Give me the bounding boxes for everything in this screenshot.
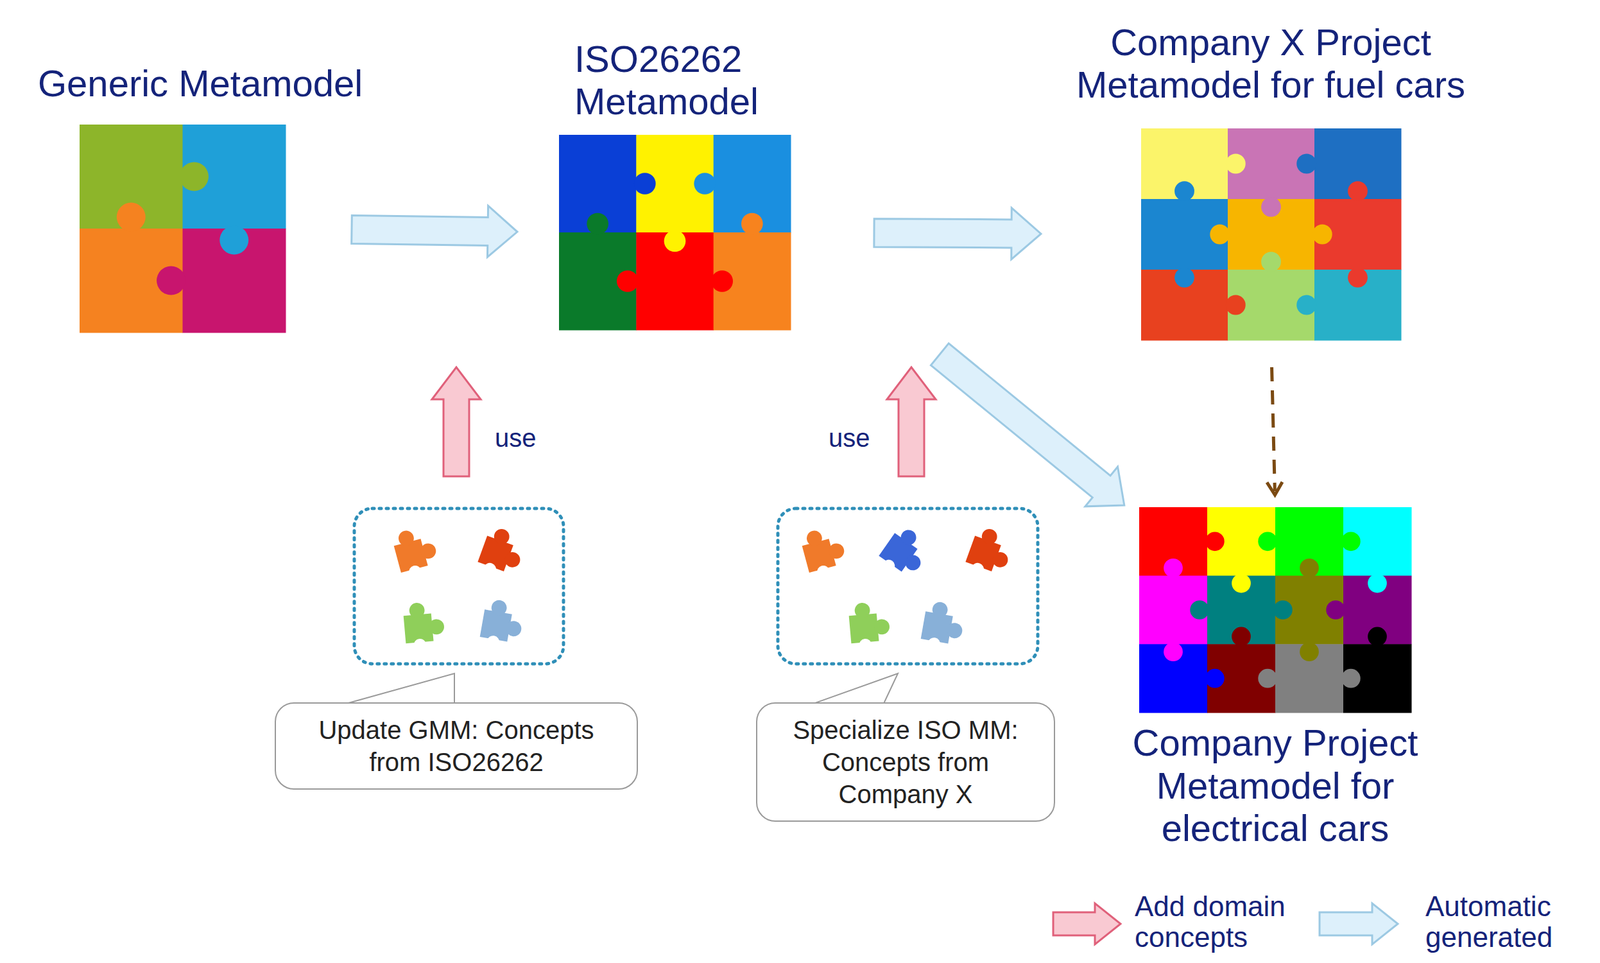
connector-arrow [1266,367,1283,495]
callout-text: Update GMM: Concepts from ISO26262 [290,713,623,778]
puzzle-piece [402,600,447,653]
puzzle-knob [1225,154,1246,174]
puzzle-knob [616,270,639,293]
puzzle-knob [1347,180,1368,201]
puzzle-piece [390,524,442,582]
puzzle-knob [116,202,146,232]
puzzle-knob [1174,267,1195,288]
metamodel-title: Company X Project Metamodel for fuel car… [1026,21,1515,107]
puzzle-knob [1341,668,1361,689]
puzzle-piece [478,597,526,653]
dotted-box [354,508,564,664]
connector-arrow [930,343,1124,507]
legend-item: Add domain concepts [1134,890,1315,954]
puzzle-knob [634,172,656,195]
metamodel-puzzle: Company X Project Metamodel for fuel car… [1141,128,1402,341]
puzzle-knob [1231,627,1251,647]
block-arrow [874,207,1041,260]
legend-red-arrow [1053,903,1121,945]
puzzle-piece [919,599,967,654]
callout-tail [806,673,898,706]
metamodel-puzzle: ISO26262 Metamodel [559,134,791,330]
puzzle-knob [1261,251,1282,272]
metamodel-puzzle: Company Project Metamodel for electrical… [1139,507,1412,713]
puzzle-knob [1257,668,1278,689]
puzzle-knob [1209,224,1230,245]
block-arrow [351,205,518,257]
puzzle-knob [1367,627,1387,647]
puzzle-knob [1312,224,1333,245]
connector-arrow [351,205,518,257]
puzzle-piece [847,600,892,653]
puzzle-knob [1273,600,1293,620]
puzzle-knob [219,225,249,255]
callout-box: Update GMM: Concepts from ISO26262 [274,702,638,790]
puzzle-knob [741,213,764,235]
puzzle-knob [1163,641,1183,662]
puzzle-piece [474,524,529,584]
legend-item: Automatic generated [1425,890,1594,954]
puzzle-knob [1205,668,1225,689]
dashed-line [1272,367,1276,491]
puzzle-knob [1347,267,1368,288]
legend-text: Add domain concepts [1134,890,1286,953]
legend-blue-arrow [1319,903,1398,945]
puzzle-knob [1261,197,1282,217]
puzzle-knob [1174,180,1195,201]
puzzle-image [79,124,286,333]
puzzle-knob [1163,558,1183,578]
puzzle-piece [962,524,1017,584]
puzzle-knob [1225,295,1246,316]
puzzle-knob [1299,558,1319,578]
metamodel-title: ISO26262 Metamodel [574,37,787,124]
puzzle-knob [664,230,687,253]
puzzle-knob [1367,573,1387,594]
dotted-box [777,508,1038,664]
puzzle-piece [799,524,850,582]
metamodel-title: Company Project Metamodel for electrical… [1095,721,1455,850]
connector-arrow [874,207,1041,260]
puzzle-knob [693,172,716,195]
legend-text: Automatic generated [1425,890,1553,953]
use-arrow [886,367,936,477]
puzzle-image [559,134,791,330]
puzzle-knob [1296,154,1317,174]
puzzle-image [1141,128,1402,341]
puzzle-piece [873,523,934,586]
puzzle-image [1139,507,1412,713]
block-arrow [930,343,1124,507]
puzzle-knob [156,266,186,296]
metamodel-title: Generic Metamodel [37,62,363,106]
puzzle-knob [1299,641,1319,662]
metamodel-puzzle: Generic Metamodel [79,124,286,333]
puzzle-knob [1205,531,1225,551]
callout-box: Specialize ISO MM: Concepts from Company… [756,702,1056,822]
callout-tail [336,673,455,706]
use-arrow [431,367,481,477]
puzzle-knob [179,162,209,192]
callout-text: Specialize ISO MM: Concepts from Company… [771,713,1040,810]
use-label: use [494,423,537,452]
use-label: use [828,423,871,452]
arrow-head [1266,481,1283,495]
puzzle-knob [1296,295,1317,316]
puzzle-knob [586,213,609,235]
puzzle-knob [1189,600,1210,620]
puzzle-knob [711,270,733,293]
puzzle-knob [1341,531,1361,551]
puzzle-knob [1231,573,1251,594]
puzzle-knob [1325,600,1346,620]
puzzle-knob [1257,531,1278,551]
